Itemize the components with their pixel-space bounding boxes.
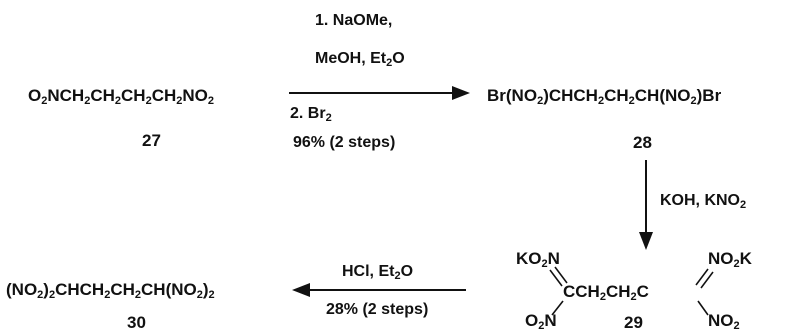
- step1-reagent-line1: 1. NaOMe,: [315, 12, 393, 29]
- compound-29-left-bottom: O2N: [525, 311, 557, 332]
- compound-29-backbone: CCH2CH2C: [563, 282, 649, 303]
- step1-reagent-line2: MeOH, Et2O: [315, 50, 405, 69]
- step1-yield: 96% (2 steps): [293, 134, 396, 151]
- compound-28-formula: Br(NO2)CHCH2CH2CH(NO2)Br: [487, 86, 722, 107]
- compound-27-label: 27: [142, 131, 161, 150]
- step3-yield: 28% (2 steps): [326, 301, 429, 318]
- compound-29-label: 29: [624, 313, 643, 332]
- compound-30-label: 30: [127, 313, 146, 332]
- compound-30-formula: (NO2)2CHCH2CH2CH(NO2)2: [6, 280, 215, 301]
- compound-29-right-bottom: NO2: [708, 311, 740, 332]
- compound-29-left-top: KO2N: [516, 249, 560, 270]
- compound-27-formula: O2NCH2CH2CH2CH2NO2: [28, 86, 215, 107]
- compound-28-label: 28: [633, 133, 652, 152]
- step1-reagent-line3: 2. Br2: [290, 105, 332, 124]
- step2-reagents: KOH, KNO2: [660, 192, 747, 211]
- compound-29-right-top: NO2K: [708, 249, 752, 270]
- step3-reagents: HCl, Et2O: [342, 263, 414, 282]
